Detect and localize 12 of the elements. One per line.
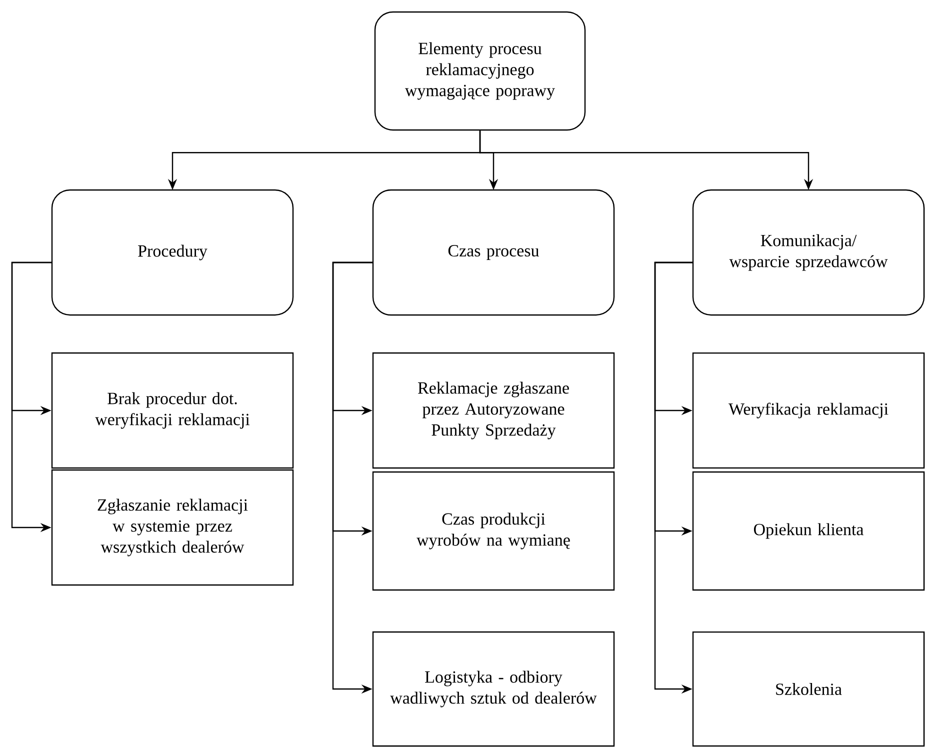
process-box: Brak procedur dot. weryfikacji reklamacji [51, 352, 294, 469]
rounded-box: Elementy procesu reklamacyjnego wymagające poprawy [374, 11, 586, 131]
rounded-box: Komunikacja/ wsparcie sprzedawców [692, 189, 925, 316]
process-box: Opiekun klienta [692, 471, 925, 591]
process-box: Zgłaszanie reklamacji w systemie przez wszystkich dealerów [51, 469, 294, 586]
rounded-box: Czas procesu [372, 189, 615, 316]
rounded-box: Procedury [51, 189, 294, 316]
process-box: Logistyka - odbiory wadliwych sztuk od dealerów [372, 631, 615, 747]
process-box: Reklamacje zgłaszane przez Autoryzowane Punkty Sprzedaży [372, 352, 615, 469]
process-box: Szkolenia [692, 631, 925, 747]
process-box: Czas produkcji wyrobów na wymianę [372, 471, 615, 591]
process-box: Weryfikacja reklamacji [692, 352, 925, 469]
